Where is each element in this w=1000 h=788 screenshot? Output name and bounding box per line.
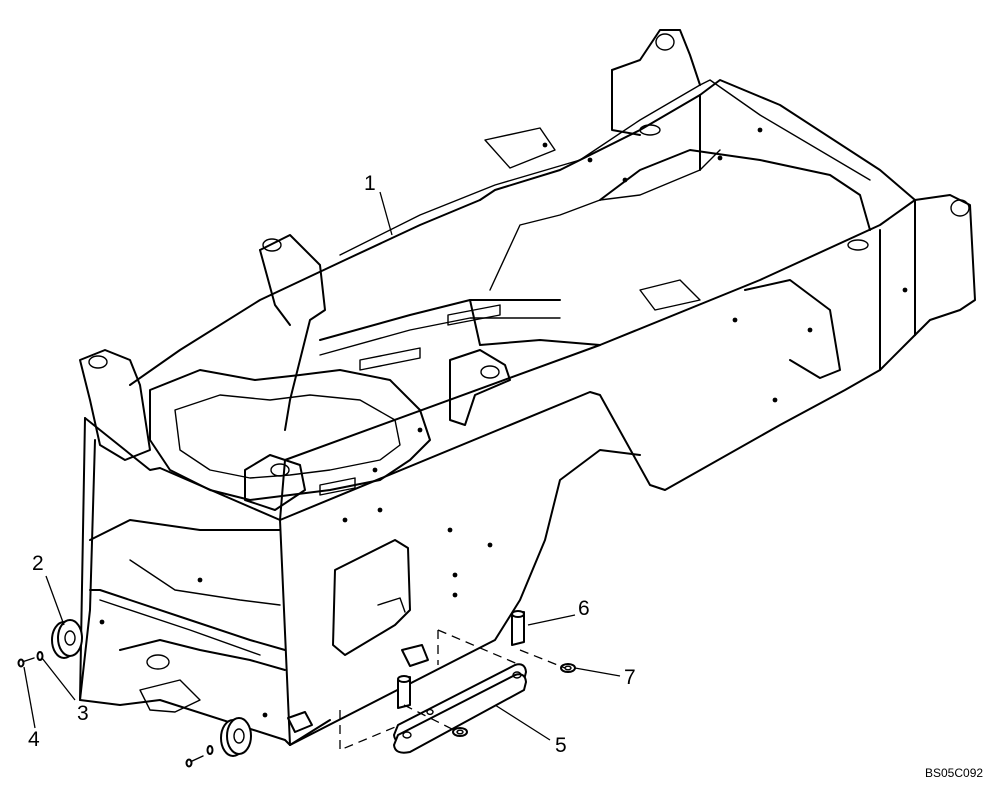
main-frame — [79, 29, 976, 746]
callout-6: 6 — [578, 597, 590, 620]
washer-upper — [36, 651, 44, 661]
rubber-mount-upper — [51, 619, 83, 659]
rubber-mount-lower — [220, 717, 252, 757]
frame-holes — [99, 127, 908, 718]
pin-upper — [511, 610, 525, 646]
callout-5: 5 — [555, 734, 567, 757]
nut-left — [452, 727, 468, 737]
callouts: 1 2 3 4 5 6 7 — [28, 172, 636, 757]
callout-3: 3 — [77, 702, 89, 725]
bolt-lower — [185, 755, 204, 768]
callout-1: 1 — [364, 172, 376, 195]
link-bar — [393, 663, 527, 754]
pin-bosses — [88, 33, 970, 670]
drawing-code: BS05C092 — [925, 766, 983, 780]
callout-2: 2 — [32, 552, 44, 575]
nut-right — [560, 663, 576, 673]
callout-leaders — [23, 191, 621, 741]
washer-lower — [206, 745, 214, 755]
assembly-dash-lines — [339, 629, 566, 751]
bolt-upper — [17, 657, 35, 668]
callout-4: 4 — [28, 728, 40, 751]
pin-lower — [397, 675, 411, 709]
callout-7: 7 — [624, 666, 636, 689]
